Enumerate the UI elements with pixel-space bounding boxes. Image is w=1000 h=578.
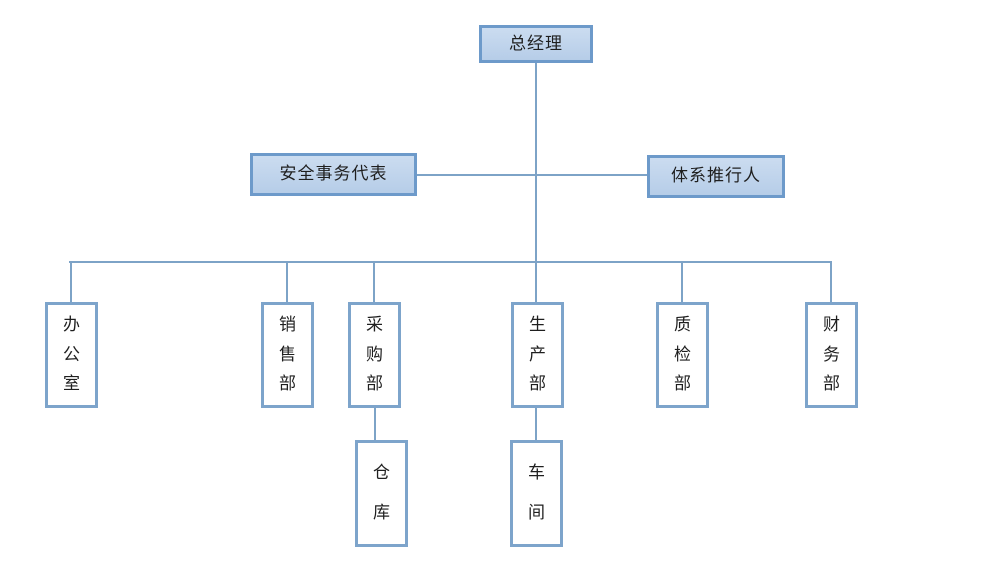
node-label-char: 质 [674,315,691,336]
node-label-char: 检 [674,344,691,365]
node-label-char: 采 [366,315,383,336]
node-label-char: 车 [528,463,545,484]
node-purchasing-dept: 采 购 部 [348,302,401,408]
node-label-char: 库 [373,502,390,523]
node-workshop: 车 间 [510,440,563,547]
node-label-char: 部 [674,373,691,394]
node-quality-inspection-dept: 质 检 部 [656,302,709,408]
node-label-char: 部 [823,373,840,394]
node-office: 办 公 室 [45,302,98,408]
connector-production-workshop [535,408,537,440]
node-label-char: 间 [528,502,545,523]
node-general-manager: 总经理 [479,25,593,63]
node-label: 总经理 [509,33,563,54]
connector-root-vertical [535,62,537,302]
connector-drop-purchasing [373,261,375,302]
node-system-implementer: 体系推行人 [647,155,785,198]
connector-departments-horizontal [69,261,832,263]
connector-drop-finance [830,261,832,302]
node-label: 安全事务代表 [279,164,388,184]
node-safety-affairs-representative: 安全事务代表 [250,153,417,196]
node-label-char: 销 [279,315,296,336]
node-production-dept: 生 产 部 [511,302,564,408]
connector-drop-office [70,261,72,302]
node-warehouse: 仓 库 [355,440,408,547]
node-label-char: 财 [823,315,840,336]
node-label-char: 部 [366,373,383,394]
node-label-char: 室 [63,373,80,394]
connector-drop-sales [286,261,288,302]
node-finance-dept: 财 务 部 [805,302,858,408]
node-label-char: 生 [529,315,546,336]
node-label-char: 部 [279,373,296,394]
node-sales-dept: 销 售 部 [261,302,314,408]
connector-staff-horizontal [417,174,647,176]
node-label-char: 部 [529,373,546,394]
node-label-char: 公 [63,344,80,365]
connector-purchasing-warehouse [374,408,376,440]
node-label-char: 务 [823,344,840,365]
node-label-char: 购 [366,344,383,365]
node-label: 体系推行人 [671,166,761,186]
node-label-char: 仓 [373,463,390,484]
node-label-char: 产 [529,344,546,365]
connector-drop-quality [681,261,683,302]
node-label-char: 售 [279,344,296,365]
node-label-char: 办 [63,315,80,336]
